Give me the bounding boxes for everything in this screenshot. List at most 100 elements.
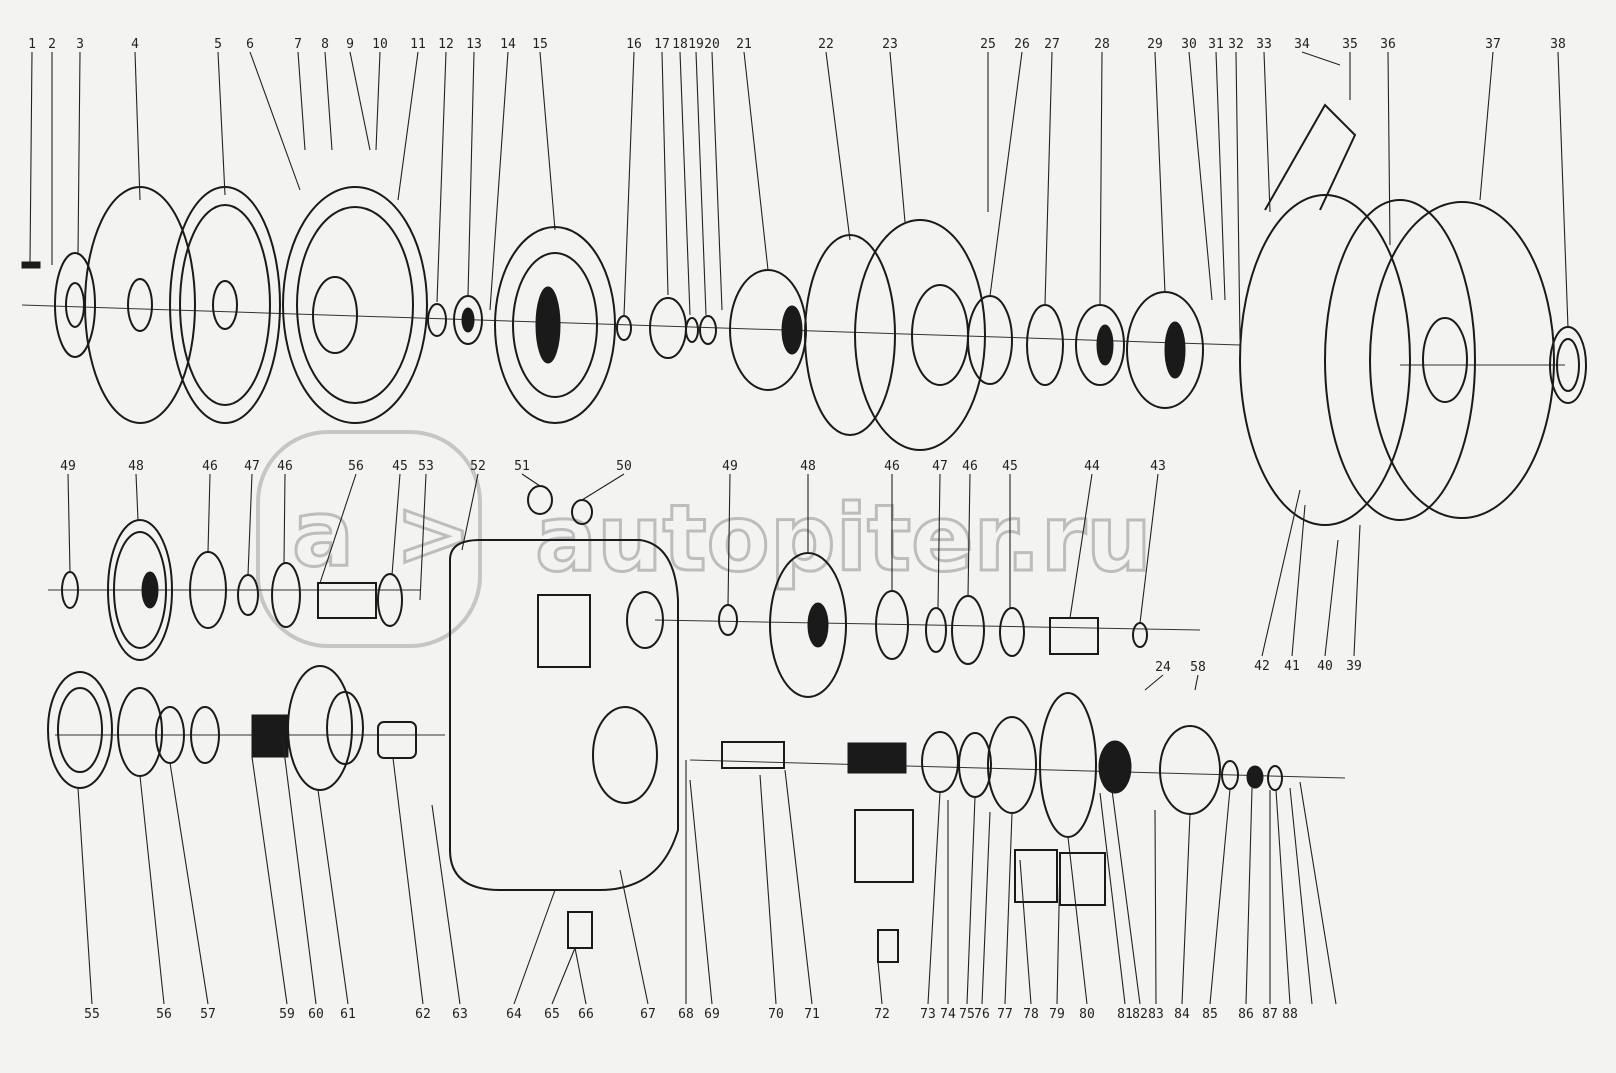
callout-label-63: 63 [452, 1007, 468, 1022]
leader-line [1044, 51, 1053, 306]
callout-label-78: 78 [1023, 1007, 1039, 1022]
callout-label-64: 64 [506, 1007, 522, 1022]
leader-line [392, 757, 424, 1005]
callout-label-30: 30 [1181, 37, 1197, 52]
callout-label-77: 77 [997, 1007, 1013, 1022]
callout-label-40: 40 [1317, 659, 1333, 674]
callout-label-49: 49 [60, 459, 76, 474]
leader-line [283, 473, 286, 564]
leader-line [927, 791, 941, 1005]
callout-label-86: 86 [1238, 1007, 1254, 1022]
leader-line [1144, 674, 1164, 691]
leader-line [431, 804, 461, 1005]
callout-label-13: 13 [466, 37, 482, 52]
leader-line [695, 51, 707, 316]
leader-line [689, 779, 713, 1005]
leader-line [1245, 787, 1253, 1005]
callout-label-23: 23 [882, 37, 898, 52]
leader-line [67, 473, 71, 573]
leader-line [397, 51, 419, 201]
leader-line [727, 473, 731, 606]
leader-line [981, 811, 991, 1005]
leader-line [825, 51, 851, 241]
callout-label-17: 17 [654, 37, 670, 52]
leader-line [135, 473, 139, 521]
callout-label-10: 10 [372, 37, 388, 52]
leader-line [139, 775, 165, 1005]
callout-label-85: 85 [1202, 1007, 1218, 1022]
callout-label-84: 84 [1174, 1007, 1190, 1022]
leader-line [77, 51, 81, 256]
callout-label-88: 88 [1282, 1007, 1298, 1022]
callout-label-56: 56 [156, 1007, 172, 1022]
callout-label-27: 27 [1044, 37, 1060, 52]
leader-line [1479, 51, 1494, 201]
leader-line [1154, 809, 1157, 1005]
callout-label-38: 38 [1550, 37, 1566, 52]
callout-label-56: 56 [348, 459, 364, 474]
leader-line [1387, 51, 1391, 246]
leader-line [281, 734, 317, 1005]
leader-line [375, 51, 381, 151]
callout-label-80: 80 [1079, 1007, 1095, 1022]
leader-line [324, 51, 333, 151]
leader-line [1275, 789, 1291, 1005]
watermark: a > autopiter.ru [256, 430, 1153, 648]
leader-line [1291, 504, 1306, 657]
leader-line [1099, 792, 1126, 1005]
leader-line [967, 473, 971, 597]
leader-line [467, 51, 475, 297]
callout-label-52: 52 [470, 459, 486, 474]
callout-label-43: 43 [1150, 459, 1166, 474]
callout-label-19: 19 [688, 37, 704, 52]
callout-label-22: 22 [818, 37, 834, 52]
leader-line [134, 51, 141, 201]
leader-line [784, 769, 813, 1005]
leader-line [623, 51, 635, 317]
leader-line [249, 51, 301, 191]
callout-label-18: 18 [672, 37, 688, 52]
callout-label-72: 72 [874, 1007, 890, 1022]
callout-label-32: 32 [1228, 37, 1244, 52]
callout-label-57: 57 [200, 1007, 216, 1022]
leader-line [1019, 859, 1032, 1005]
callout-label-37: 37 [1485, 37, 1501, 52]
callout-label-26: 26 [1014, 37, 1030, 52]
callout-label-16: 16 [626, 37, 642, 52]
leader-line [207, 473, 211, 553]
callout-label-47: 47 [244, 459, 260, 474]
callout-label-69: 69 [704, 1007, 720, 1022]
callout-label-48: 48 [128, 459, 144, 474]
leader-line [1261, 489, 1301, 657]
callout-label-65: 65 [544, 1007, 560, 1022]
callout-label-6: 6 [246, 37, 254, 52]
callout-label-5: 5 [214, 37, 222, 52]
callout-label-20: 20 [704, 37, 720, 52]
leader-line [169, 762, 209, 1005]
leader-line [521, 473, 541, 487]
leader-line [247, 473, 253, 576]
leader-line [436, 51, 447, 303]
leader-line [489, 51, 509, 311]
leader-line [539, 51, 556, 231]
callout-label-28: 28 [1094, 37, 1110, 52]
leader-line [937, 473, 941, 609]
callout-label-68: 68 [678, 1007, 694, 1022]
leader-line [419, 473, 427, 601]
watermark-text: autopiter.ru [535, 485, 1152, 592]
callout-label-11: 11 [410, 37, 426, 52]
leader-line [619, 869, 649, 1005]
leader-line [1188, 51, 1213, 301]
callout-label-61: 61 [340, 1007, 356, 1022]
callout-label-8: 8 [321, 37, 329, 52]
callout-label-87: 87 [1262, 1007, 1278, 1022]
leader-line [217, 51, 226, 196]
callout-label-70: 70 [768, 1007, 784, 1022]
leader-line [1324, 539, 1339, 657]
callout-label-3: 3 [76, 37, 84, 52]
callout-label-46: 46 [884, 459, 900, 474]
leader-line [989, 51, 1023, 297]
callout-label-66: 66 [578, 1007, 594, 1022]
callout-label-50: 50 [616, 459, 632, 474]
